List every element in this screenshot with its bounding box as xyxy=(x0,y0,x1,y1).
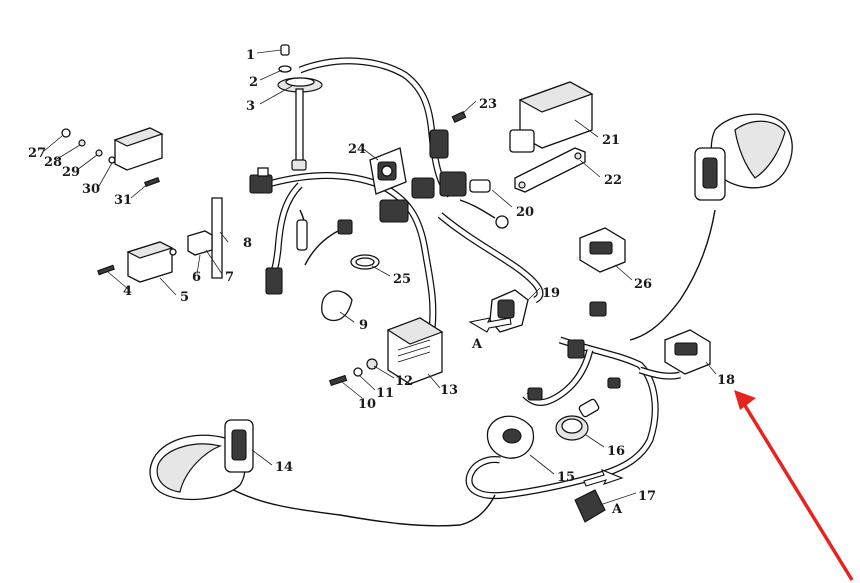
main-connector-17 xyxy=(574,489,606,523)
ignition-coil-box xyxy=(386,317,444,385)
main-wiring-harness xyxy=(264,57,681,500)
callout-2: 2 xyxy=(249,75,258,90)
ignition-switch xyxy=(555,398,600,441)
callout-7: 7 xyxy=(225,270,234,285)
right-headlight xyxy=(694,113,793,201)
callout-15: 15 xyxy=(557,470,575,485)
callout-22: 22 xyxy=(604,173,622,188)
callout-13: 13 xyxy=(440,383,458,398)
callout-9: 9 xyxy=(359,318,368,333)
harness-connectors-left xyxy=(249,167,353,295)
leader-lines xyxy=(43,49,717,506)
hose-clamp xyxy=(350,254,380,270)
harness-socket xyxy=(369,147,407,195)
callout-26: 26 xyxy=(634,277,652,292)
callout-10: 10 xyxy=(358,397,376,412)
view-marker-lower: A xyxy=(611,502,623,517)
left-headlight xyxy=(149,419,254,501)
view-marker-upper: A xyxy=(471,337,483,352)
callout-14: 14 xyxy=(275,460,293,475)
switch-18 xyxy=(664,329,711,375)
harness-connectors-center xyxy=(379,129,509,229)
callout-12: 12 xyxy=(395,374,413,389)
callout-28: 28 xyxy=(44,155,62,170)
callout-labels: 1 2 3 4 5 6 7 8 9 10 11 12 13 14 15 16 1… xyxy=(28,48,735,504)
relay-bracket-assembly xyxy=(97,197,223,283)
callout-18: 18 xyxy=(717,373,735,388)
cdi-unit xyxy=(509,81,594,153)
callout-17: 17 xyxy=(638,489,656,504)
callout-1: 1 xyxy=(246,48,255,63)
bolt-23 xyxy=(451,111,467,123)
view-direction-arrow-upper: A xyxy=(468,317,512,352)
callout-5: 5 xyxy=(180,290,189,305)
callout-27: 27 xyxy=(28,146,46,161)
callout-29: 29 xyxy=(62,165,80,180)
fasteners-10-12 xyxy=(329,358,378,387)
callout-3: 3 xyxy=(246,99,255,114)
callout-30: 30 xyxy=(82,182,100,197)
callout-25: 25 xyxy=(393,272,411,287)
red-arrow-head xyxy=(734,390,756,410)
callout-20: 20 xyxy=(516,205,534,220)
callout-6: 6 xyxy=(192,270,201,285)
callout-19: 19 xyxy=(542,286,560,301)
red-arrow-shaft xyxy=(742,403,854,581)
callout-8: 8 xyxy=(243,236,252,251)
handlebar-switch xyxy=(486,415,535,459)
callout-4: 4 xyxy=(123,284,132,299)
callout-24: 24 xyxy=(348,142,366,157)
band-strap xyxy=(321,290,353,322)
fuel-level-sender xyxy=(277,44,323,171)
flasher-relay-assembly xyxy=(61,127,164,187)
thin-wires xyxy=(229,199,716,527)
harness-connectors-right xyxy=(527,301,621,401)
callout-21: 21 xyxy=(602,133,620,148)
callout-31: 31 xyxy=(114,193,132,208)
callout-16: 16 xyxy=(607,444,625,459)
callout-23: 23 xyxy=(479,97,497,112)
cdi-bracket xyxy=(514,147,586,193)
switch-26 xyxy=(579,227,626,273)
red-highlight-arrow xyxy=(734,390,854,581)
callout-11: 11 xyxy=(376,386,394,401)
view-direction-arrow-lower: A xyxy=(583,469,624,517)
